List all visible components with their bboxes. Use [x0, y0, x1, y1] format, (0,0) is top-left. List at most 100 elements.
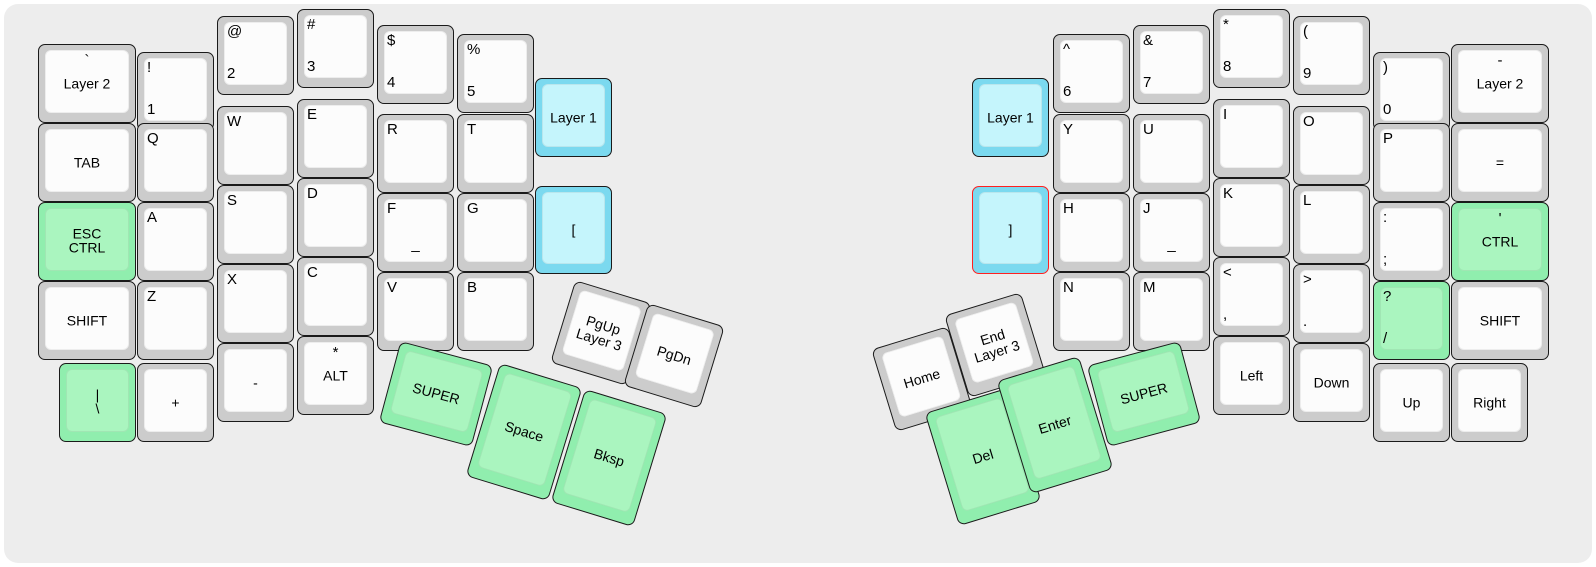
key-l-c4-r1[interactable]: #3: [297, 9, 374, 88]
key-r-c2-r3[interactable]: J_: [1133, 193, 1210, 272]
keycap-surface: [1006, 365, 1103, 481]
key-r-c3-r2[interactable]: I: [1213, 99, 1290, 178]
key-r-c3-r3[interactable]: K: [1213, 178, 1290, 257]
key-l-c1-r5[interactable]: | \: [59, 363, 136, 442]
keycap-surface: [384, 278, 447, 341]
keycap-surface: [304, 15, 367, 78]
keycap-surface: [389, 349, 484, 434]
keycap-surface: [1220, 15, 1283, 78]
keycap-surface: [304, 184, 367, 247]
keycap-surface: [304, 105, 367, 168]
key-l-c3-r3[interactable]: S: [217, 185, 294, 264]
key-r-c1-r3[interactable]: H: [1053, 193, 1130, 272]
keycap-surface: [384, 120, 447, 183]
keycap-surface: [464, 278, 527, 341]
key-l-c4-r3[interactable]: D: [297, 178, 374, 257]
key-r-c6-r2[interactable]: =: [1451, 123, 1549, 202]
key-r-c5-r1[interactable]: )0: [1373, 52, 1450, 131]
key-l-c1-r1[interactable]: `Layer 2: [38, 44, 136, 123]
keycap-surface: [979, 192, 1042, 264]
key-l-c7-r2[interactable]: [: [535, 186, 612, 274]
key-r-c5-r5[interactable]: Up: [1373, 363, 1450, 442]
keycap-surface: [464, 120, 527, 183]
keycap-surface: [561, 398, 658, 514]
key-l-c3-r2[interactable]: W: [217, 106, 294, 185]
key-r-c0-r2[interactable]: ]: [972, 186, 1049, 274]
key-r-c6-r4[interactable]: SHIFT: [1451, 281, 1549, 360]
key-r-c2-r2[interactable]: U: [1133, 114, 1210, 193]
key-l-c2-r1[interactable]: !1: [137, 52, 214, 131]
keycap-surface: [1060, 120, 1123, 183]
key-r-c5-r4[interactable]: ?/: [1373, 281, 1450, 360]
key-r-c6-r5[interactable]: Right: [1451, 363, 1528, 442]
keycap-surface: [1220, 263, 1283, 326]
keycap-surface: [384, 31, 447, 94]
key-l-c5-r4[interactable]: V: [377, 272, 454, 351]
key-l-c1-r2[interactable]: TAB: [38, 123, 136, 202]
keycap-surface: [464, 199, 527, 262]
key-l-c6-r4[interactable]: B: [457, 272, 534, 351]
key-l-c4-r5[interactable]: *ALT: [297, 336, 374, 415]
key-r-c1-r4[interactable]: N: [1053, 272, 1130, 351]
keycap-surface: [45, 50, 129, 113]
key-r-c4-r4[interactable]: >.: [1293, 264, 1370, 343]
key-r-c2-r1[interactable]: &7: [1133, 25, 1210, 104]
key-l-c5-r1[interactable]: $4: [377, 25, 454, 104]
key-r-c5-r2[interactable]: P: [1373, 123, 1450, 202]
keycap-surface: [634, 312, 716, 396]
key-l-c2-r2[interactable]: Q: [137, 123, 214, 202]
key-l-c3-r1[interactable]: @2: [217, 16, 294, 95]
key-l-c6-r2[interactable]: T: [457, 114, 534, 193]
key-r-c6-r3[interactable]: 'CTRL: [1451, 202, 1549, 281]
key-r-c2-r4[interactable]: M: [1133, 272, 1210, 351]
key-r-t-super[interactable]: SUPER: [1086, 341, 1202, 447]
key-l-c2-r4[interactable]: Z: [137, 281, 214, 360]
keycap-surface: [1380, 58, 1443, 121]
key-r-c4-r2[interactable]: O: [1293, 106, 1370, 185]
key-l-c4-r2[interactable]: E: [297, 99, 374, 178]
key-r-c0-r1[interactable]: Layer 1: [972, 78, 1049, 157]
key-l-c2-r5[interactable]: +: [137, 363, 214, 442]
key-r-c1-r1[interactable]: ^6: [1053, 34, 1130, 113]
keycap-surface: [953, 301, 1035, 385]
keycap-surface: [144, 129, 207, 192]
key-l-c7-r1[interactable]: Layer 1: [535, 78, 612, 157]
keycap-surface: [45, 129, 129, 192]
key-r-c5-r3[interactable]: :;: [1373, 202, 1450, 281]
key-l-c6-r3[interactable]: G: [457, 193, 534, 272]
key-r-c3-r5[interactable]: Left: [1213, 336, 1290, 415]
key-r-c4-r3[interactable]: L: [1293, 185, 1370, 264]
keycap-surface: [1140, 120, 1203, 183]
key-r-c6-r1[interactable]: -Layer 2: [1451, 44, 1549, 123]
keycap-surface: [1140, 199, 1203, 262]
keycap-surface: [1060, 278, 1123, 341]
keycap-surface: [1458, 50, 1542, 113]
key-r-c3-r1[interactable]: *8: [1213, 9, 1290, 88]
keycap-surface: [1380, 208, 1443, 271]
homing-bump-marker: _: [1167, 236, 1176, 253]
key-r-c3-r4[interactable]: <,: [1213, 257, 1290, 336]
keycap-surface: [1380, 287, 1443, 350]
key-l-c1-r4[interactable]: SHIFT: [38, 281, 136, 360]
keycap-surface: [304, 342, 367, 405]
key-r-c1-r2[interactable]: Y: [1053, 114, 1130, 193]
keycap-surface: [1220, 184, 1283, 247]
key-l-c5-r2[interactable]: R: [377, 114, 454, 193]
key-r-c4-r5[interactable]: Down: [1293, 343, 1370, 422]
key-l-c6-r1[interactable]: %5: [457, 34, 534, 113]
key-l-c5-r3[interactable]: F_: [377, 193, 454, 272]
key-l-c2-r3[interactable]: A: [137, 202, 214, 281]
keycap-surface: [1060, 199, 1123, 262]
keycap-surface: [1458, 287, 1542, 350]
keycap-surface: [476, 372, 573, 488]
key-l-c1-r3[interactable]: ESC CTRL: [38, 202, 136, 281]
key-r-c4-r1[interactable]: (9: [1293, 16, 1370, 95]
keycap-surface: [1300, 22, 1363, 85]
keycap-surface: [464, 40, 527, 103]
keycap-surface: [304, 263, 367, 326]
key-l-c4-r4[interactable]: C: [297, 257, 374, 336]
key-l-c3-r5[interactable]: -: [217, 343, 294, 422]
keycap-surface: [1458, 369, 1521, 432]
key-l-t-super[interactable]: SUPER: [378, 341, 494, 447]
key-l-c3-r4[interactable]: X: [217, 264, 294, 343]
